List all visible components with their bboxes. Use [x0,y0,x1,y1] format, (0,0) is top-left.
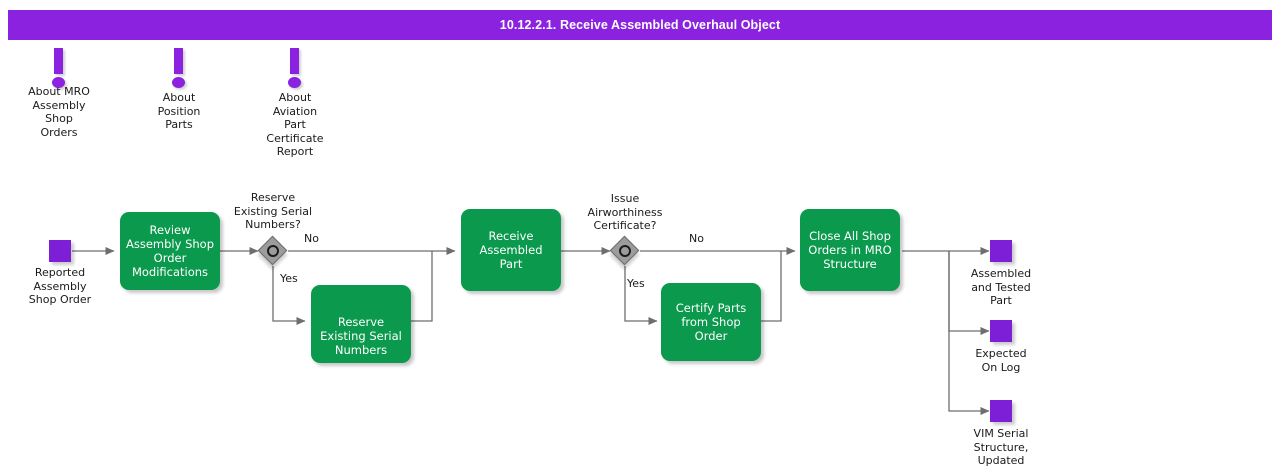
gateway-caption-reserve-existing-serial-numbers: Reserve Existing Serial Numbers? [233,191,313,231]
edge-certify-to-mainline [761,251,782,322]
exclamation-dot-icon [52,77,65,88]
edge-gateway2-yes-to-certify [624,266,658,325]
annotation-label-about-aviation-part-certificate-report: About Aviation Part Certificate Report [266,91,324,158]
exclamation-icon [290,48,299,74]
task-label: Close All Shop Orders in MRO Structure [808,229,892,271]
flow-label-gateway2-yes: Yes [627,277,645,290]
end-event-expected-on-log[interactable] [990,320,1012,342]
task-reserve-existing-serial-numbers[interactable]: Reserve Existing Serial Numbers [311,285,411,363]
page-title: 10.12.2.1. Receive Assembled Overhaul Ob… [499,18,781,32]
task-review-assembly-shop-order-modifications[interactable]: Review Assembly Shop Order Modifications [120,212,220,290]
edge-reserve-to-mainline [411,251,433,322]
start-event-reported-assembly-shop-order[interactable] [49,240,71,262]
exclamation-icon [54,48,63,74]
exclamation-dot-icon [288,77,301,88]
gateway-event-ring-icon [267,245,279,257]
flow-label-gateway2-no: No [689,232,704,245]
exclamation-icon [174,48,183,74]
exclamation-dot-icon [172,77,185,88]
task-label: Reserve Existing Serial Numbers [320,315,402,357]
end-event-label-assembled-and-tested-part: Assembled and Tested Part [970,267,1032,307]
end-event-label-vim-serial-structure-updated: VIM Serial Structure, Updated [973,427,1029,467]
end-event-vim-serial-structure-updated[interactable] [990,400,1012,422]
end-event-label-expected-on-log: Expected On Log [975,347,1027,374]
task-label: Certify Parts from Shop Order [675,301,747,343]
task-label: Review Assembly Shop Order Modifications [126,223,215,279]
flow-label-gateway1-yes: Yes [280,272,298,285]
gateway-reserve-existing-serial-numbers[interactable] [257,235,288,266]
gateway-event-ring-icon [619,245,631,257]
task-label: Receive Assembled Part [479,229,543,271]
task-certify-parts-from-shop-order[interactable]: Certify Parts from Shop Order [661,283,761,361]
task-receive-assembled-part[interactable]: Receive Assembled Part [461,209,561,291]
start-event-label-reported-assembly-shop-order: Reported Assembly Shop Order [28,266,92,306]
annotation-label-about-mro-assembly-shop-orders: About MRO Assembly Shop Orders [28,85,90,139]
flow-label-gateway1-no: No [304,232,319,245]
task-close-all-shop-orders-in-mro-structure[interactable]: Close All Shop Orders in MRO Structure [800,209,900,291]
end-event-assembled-and-tested-part[interactable] [990,240,1012,262]
gateway-caption-issue-airworthiness-certificate: Issue Airworthiness Certificate? [587,192,663,232]
diagram-title-bar: 10.12.2.1. Receive Assembled Overhaul Ob… [8,10,1272,40]
gateway-issue-airworthiness-certificate[interactable] [609,235,640,266]
annotation-label-about-position-parts: About Position Parts [157,91,201,131]
